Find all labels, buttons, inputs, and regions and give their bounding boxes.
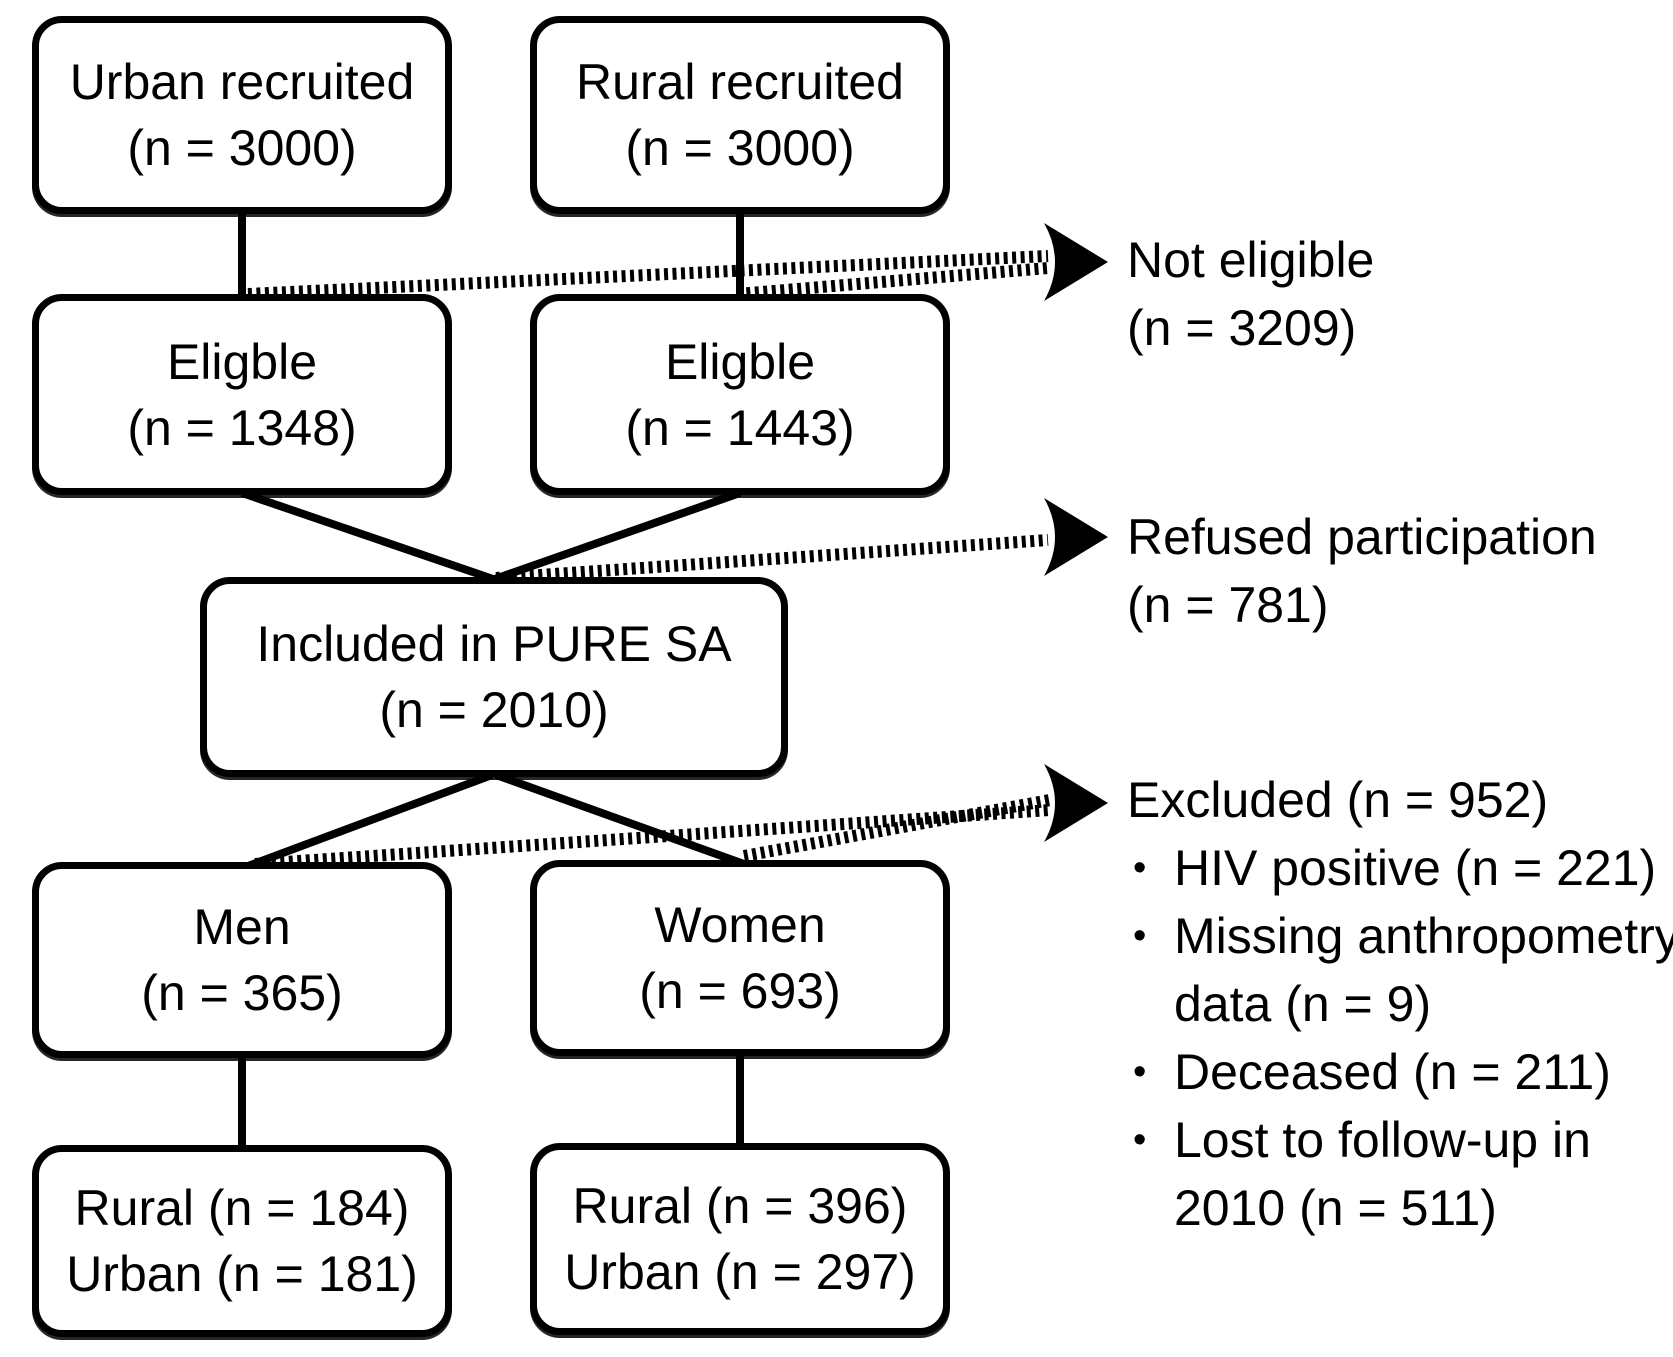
bullet-icon: • [1133, 1119, 1147, 1161]
connector-eligible-urban-to-included [240, 489, 498, 584]
list-item: • Lost to follow-up in 2010 (n = 511) [1133, 1106, 1673, 1242]
box-men-by-site: Rural (n = 184) Urban (n = 181) [32, 1145, 452, 1337]
dotted-line-women-excluded [742, 794, 1052, 862]
box-text-line: Urban recruited [69, 54, 415, 110]
box-text-line: Rural (n = 396) [572, 1178, 908, 1234]
annotation-line: Not eligible [1127, 232, 1375, 288]
arrow-right-icon [1044, 498, 1108, 576]
box-text-line: Urban (n = 181) [66, 1246, 418, 1302]
annotation-line: (n = 781) [1127, 577, 1329, 633]
dotted-line-urban-not-eligible [247, 250, 1049, 300]
box-included-pure-sa: Included in PURE SA (n = 2010) [200, 577, 788, 777]
annotation-excluded-title: Excluded (n = 952) [1127, 772, 1549, 828]
annotation-excluded: Excluded (n = 952) • HIV positive (n = 2… [1127, 766, 1673, 1242]
connector-included-to-men [246, 771, 494, 870]
arrow-right-icon [1044, 223, 1108, 301]
dotted-line-refused [495, 534, 1049, 584]
list-item: • HIV positive (n = 221) [1133, 834, 1673, 902]
bullet-text: Lost to follow-up in 2010 (n = 511) [1174, 1112, 1591, 1236]
box-text-line: Rural (n = 184) [74, 1180, 410, 1236]
box-text-line: Eligble [166, 333, 318, 390]
box-eligible-urban: Eligble (n = 1348) [32, 294, 452, 495]
bullet-icon: • [1133, 847, 1147, 889]
box-rural-recruited: Rural recruited (n = 3000) [530, 16, 950, 214]
box-urban-recruited: Urban recruited (n = 3000) [32, 16, 452, 214]
box-text-line: (n = 3000) [625, 120, 855, 176]
box-women: Women (n = 693) [530, 860, 950, 1056]
box-eligible-rural: Eligble (n = 1443) [530, 294, 950, 495]
bullet-icon: • [1133, 1051, 1147, 1093]
box-text-line: (n = 2010) [379, 682, 609, 738]
box-text-line: Rural recruited [576, 54, 904, 110]
box-text-line: Included in PURE SA [256, 616, 732, 672]
box-text-line: Women [654, 897, 826, 953]
annotation-line: Refused participation [1127, 509, 1597, 565]
bullet-text: Deceased (n = 211) [1174, 1044, 1611, 1100]
arrow-right-icon [1044, 764, 1108, 842]
box-text-line: Men [193, 899, 291, 955]
list-item: • Missing anthropometry data (n = 9) [1133, 902, 1673, 1038]
box-text-line: (n = 1348) [127, 399, 357, 456]
dotted-line-rural-not-eligible [737, 262, 1049, 300]
box-text-line: (n = 1443) [625, 399, 855, 456]
bullet-icon: • [1133, 915, 1147, 957]
box-text-line: (n = 3000) [127, 120, 357, 176]
dotted-line-men-excluded [254, 804, 1051, 870]
box-text-line: (n = 693) [639, 963, 841, 1019]
box-text-line: (n = 365) [141, 965, 343, 1021]
list-item: • Deceased (n = 211) [1133, 1038, 1673, 1106]
connector-eligible-rural-to-included [490, 489, 742, 584]
annotation-line: (n = 3209) [1127, 300, 1357, 356]
bullet-text: HIV positive (n = 221) [1174, 840, 1657, 896]
excluded-bullet-list: • HIV positive (n = 221) • Missing anthr… [1133, 834, 1673, 1242]
annotation-refused-participation: Refused participation (n = 781) [1127, 503, 1597, 639]
annotation-not-eligible: Not eligible (n = 3209) [1127, 226, 1374, 362]
connector-included-to-women [494, 771, 746, 868]
box-women-by-site: Rural (n = 396) Urban (n = 297) [530, 1143, 950, 1335]
solid-connectors [238, 212, 746, 1149]
bullet-text: Missing anthropometry data (n = 9) [1174, 908, 1673, 1032]
arrowheads [1044, 223, 1108, 842]
box-text-line: Urban (n = 297) [564, 1244, 916, 1300]
box-text-line: Eligble [664, 333, 816, 390]
dotted-exclusion-lines [247, 250, 1052, 870]
box-men: Men (n = 365) [32, 862, 452, 1058]
